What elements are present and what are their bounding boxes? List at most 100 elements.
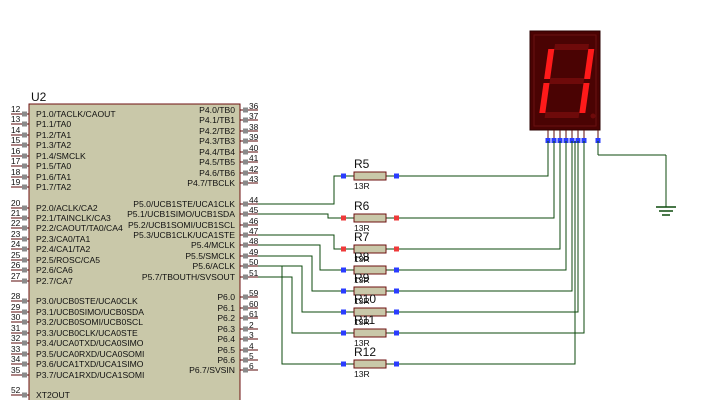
chip-pin-right[interactable]: 5P6.6	[217, 351, 258, 365]
pin-stub	[243, 222, 248, 228]
resistor-ref: R6	[354, 199, 370, 213]
pin-label: P5.6/ACLK	[192, 261, 235, 271]
pin-stub	[22, 246, 27, 252]
pin-number: 2	[249, 320, 254, 330]
terminal-marker	[394, 246, 399, 252]
pin-label: P3.7/UCA1RXD/UCA1SOMI	[36, 370, 144, 380]
chip-pin-right[interactable]: 3P6.4	[217, 330, 258, 344]
pin-label: P2.0/ACLK/CA2	[36, 203, 98, 213]
resistor-body	[353, 244, 387, 254]
pin-stub	[243, 294, 248, 300]
pin-label: P6.6	[217, 355, 235, 365]
terminal-marker	[341, 246, 346, 252]
terminal-marker	[341, 309, 346, 315]
chip-pin-right[interactable]: 6P6.7/SVSIN	[189, 361, 258, 375]
wire	[400, 141, 561, 250]
segment-g	[549, 78, 585, 84]
pin-number: 14	[11, 125, 21, 135]
segment-e	[539, 83, 550, 113]
wire	[258, 213, 340, 219]
terminal-marker	[394, 309, 399, 315]
pin-label: P4.1/TB1	[199, 115, 235, 125]
resistor-body	[353, 328, 387, 338]
pin-number: 33	[11, 344, 21, 354]
pin-number: 18	[11, 167, 21, 177]
terminal-marker	[394, 288, 399, 294]
pin-stub	[22, 340, 27, 346]
pin-stub	[243, 159, 248, 165]
resistor-body	[353, 213, 387, 223]
pin-number: 29	[11, 302, 21, 312]
pin-number: 20	[11, 198, 21, 208]
terminal-marker	[394, 267, 399, 273]
wire	[400, 141, 576, 365]
chip-pin-right[interactable]: 2P6.3	[217, 320, 258, 334]
pin-stub	[243, 149, 248, 155]
pin-label: P3.4/UCA0TXD/UCA0SIMO	[36, 338, 144, 348]
pin-number: 41	[249, 153, 259, 163]
terminal-marker	[394, 173, 399, 179]
chip-pin-right[interactable]: 4P6.5	[217, 341, 258, 355]
seven-segment-display[interactable]	[529, 30, 601, 143]
pin-number: 26	[11, 260, 21, 270]
pin-label: P5.1/UCB1SIMO/UCB1SDA	[127, 209, 235, 219]
pin-stub	[243, 211, 248, 217]
terminal-marker	[341, 361, 346, 367]
resistor-body	[353, 286, 387, 296]
